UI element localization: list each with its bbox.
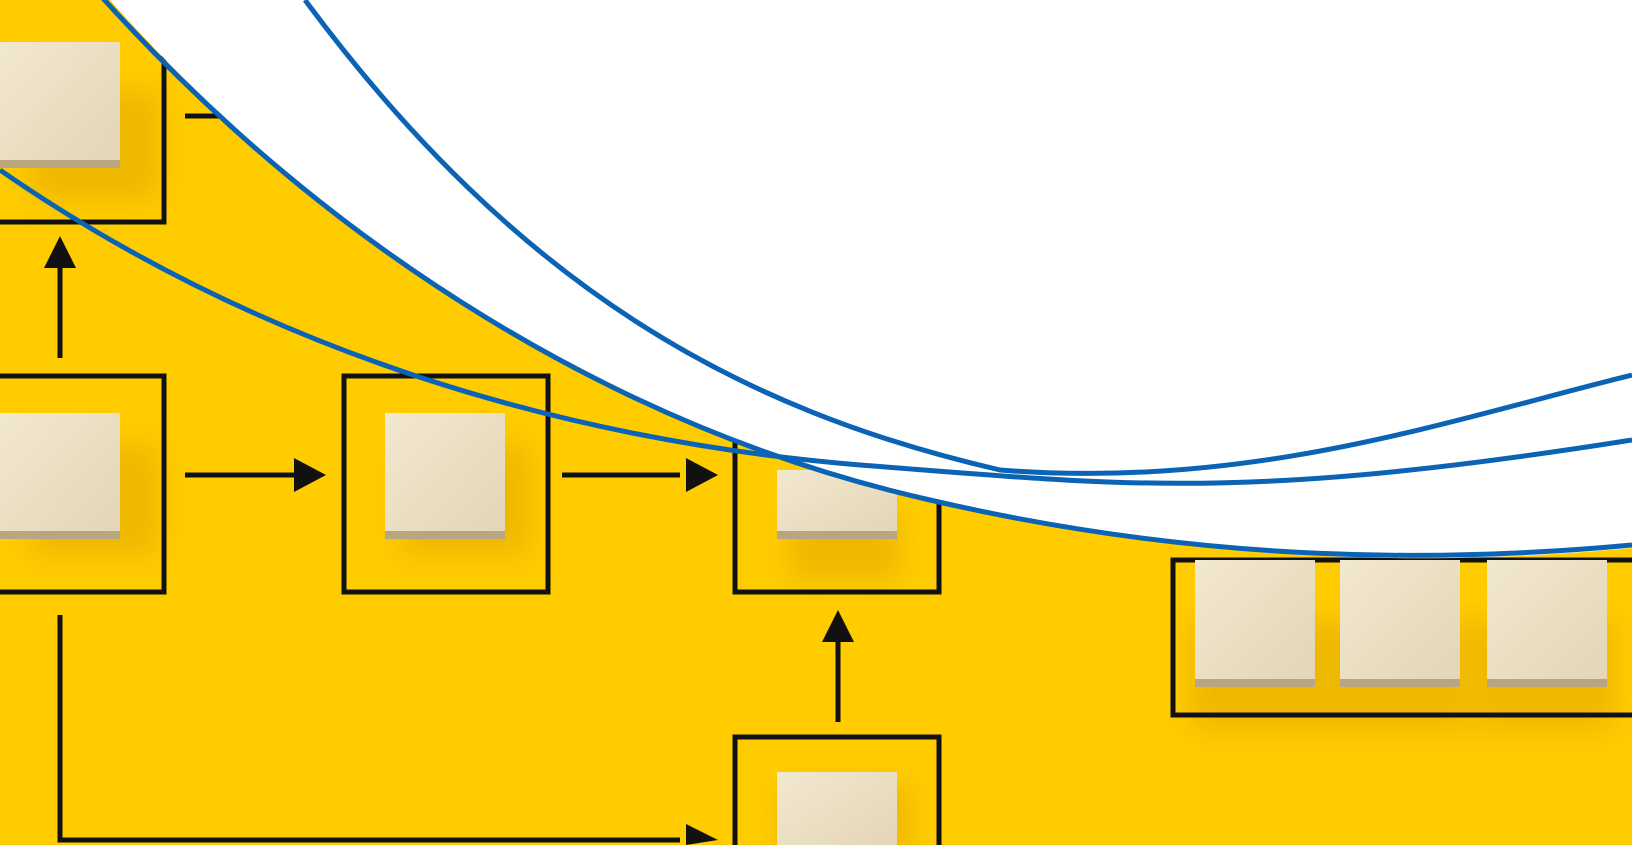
blue-curve bbox=[101, 0, 1632, 558]
wooden-block bbox=[1195, 560, 1315, 687]
blue-curves bbox=[0, 0, 1632, 558]
frame bbox=[341, 373, 551, 595]
arrow-right bbox=[57, 615, 680, 843]
wooden-block bbox=[0, 413, 120, 539]
frame bbox=[0, 373, 167, 595]
wooden-block bbox=[777, 772, 897, 845]
blue-curve bbox=[302, 0, 1632, 477]
blue-curve bbox=[0, 167, 1632, 486]
arrow-heads bbox=[44, 236, 854, 845]
wooden-block bbox=[385, 413, 505, 539]
wooden-block bbox=[1487, 560, 1607, 687]
wooden-block bbox=[1340, 560, 1460, 687]
wooden-block bbox=[0, 42, 120, 168]
frame bbox=[732, 734, 942, 845]
white-overlay bbox=[110, 0, 1632, 559]
wooden-blocks bbox=[0, 42, 1607, 845]
